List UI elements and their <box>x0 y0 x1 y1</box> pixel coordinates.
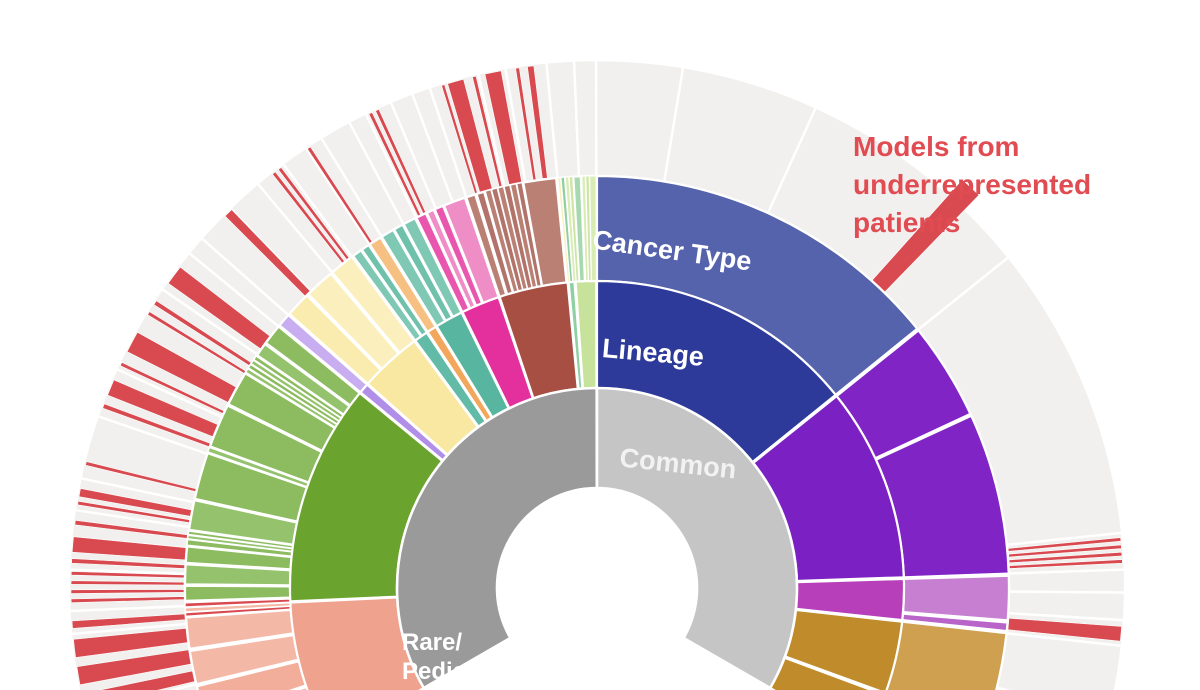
sunburst-center-hole <box>497 488 697 688</box>
underrepresented-stripe[interactable] <box>472 75 503 188</box>
outer-ring-segment <box>572 58 598 178</box>
underrepresented-annotation: Models from underrepresented patients <box>853 131 1092 239</box>
cancer-type-segment[interactable] <box>901 574 1011 622</box>
underrepresented-stripe[interactable] <box>74 519 188 539</box>
rare-label-line1: Rare/ <box>402 629 463 656</box>
outer-ring-segment <box>994 686 1012 690</box>
cancer-type-segment[interactable] <box>885 620 1008 690</box>
rare-label-line2: Pediatric <box>402 658 504 686</box>
cancer-type-segment[interactable] <box>183 584 292 603</box>
underrepresented-stripe[interactable] <box>484 70 523 185</box>
underrepresented-stripe[interactable] <box>153 300 252 366</box>
ring-label-rare-pediatric: Rare/ Pediatric <box>402 628 503 687</box>
outer-ring-segment <box>1007 568 1127 594</box>
